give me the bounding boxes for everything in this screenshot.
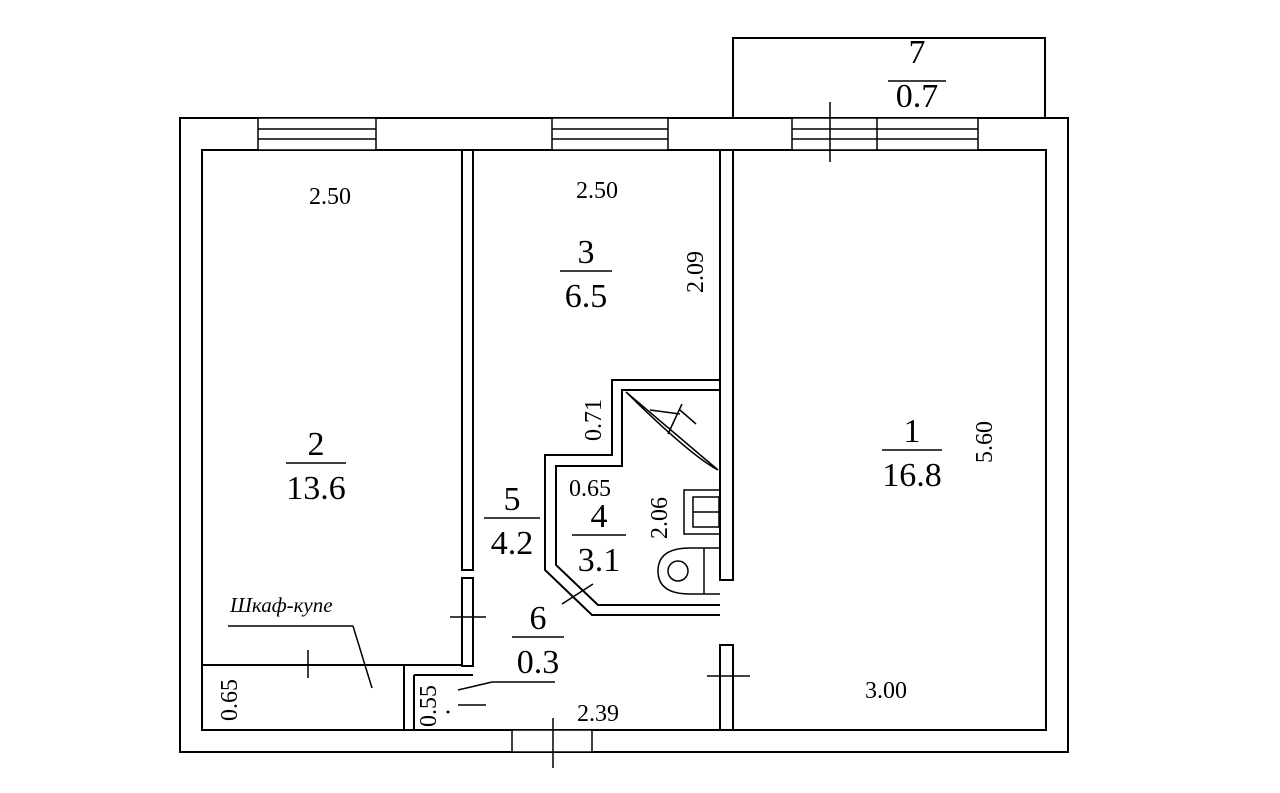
door-marks: [307, 102, 831, 706]
dimension-room1-depth: 5.60: [972, 421, 998, 463]
leader-lines: [228, 583, 594, 714]
room-area: 4.2: [491, 525, 534, 562]
window-room2: [257, 117, 377, 151]
room-number: 7: [909, 34, 926, 71]
toilet-icon: [657, 547, 720, 595]
room-label-3: 3 6.5: [565, 234, 608, 315]
room-area: 6.5: [565, 278, 608, 315]
room-number: 2: [308, 426, 325, 463]
dimension-bath-top: 0.71: [581, 399, 607, 441]
room-area: 16.8: [882, 457, 942, 494]
dimension-closet-depth: 0.65: [217, 679, 243, 721]
windows: [257, 117, 979, 151]
bathroom-fixtures: [625, 391, 721, 595]
room-number: 3: [578, 234, 595, 271]
dimension-room3-width: 2.50: [576, 178, 618, 204]
dimension-bath-depth: 2.06: [647, 497, 673, 539]
room-number: 4: [591, 498, 608, 535]
room-area: 0.3: [517, 644, 560, 681]
dimension-bath-width: 0.65: [569, 476, 611, 502]
window-room3: [551, 117, 669, 151]
room-number: 5: [504, 481, 521, 518]
dimension-room2-width: 2.50: [309, 184, 351, 210]
room-label-1: 1 16.8: [882, 413, 942, 494]
room-label-6: 6 0.3: [517, 600, 560, 681]
room-area: 13.6: [286, 470, 346, 507]
dimension-labels: 2.50 2.50 2.09 0.71 0.65 2.06 5.60 3.00 …: [217, 178, 998, 727]
window-room1: [791, 117, 979, 151]
entrance-door: [511, 718, 593, 768]
interior-walls: [202, 149, 734, 731]
dimension-room3-depth: 2.09: [683, 251, 709, 293]
dimension-room1-width: 3.00: [865, 678, 907, 704]
room-number: 1: [904, 413, 921, 450]
bathroom-walls: [544, 379, 720, 616]
room-label-5: 5 4.2: [491, 481, 534, 562]
room-label-2: 2 13.6: [286, 426, 346, 507]
shower-icon: [625, 391, 719, 471]
wardrobe-note: Шкаф-купе: [229, 593, 333, 617]
label-fraction-lines: [286, 80, 946, 638]
dimension-corridor-width: 2.39: [577, 701, 619, 727]
dimension-niche-depth: 0.55: [416, 685, 442, 727]
balcony: [732, 37, 1046, 118]
room-label-4: 4 3.1: [578, 498, 621, 579]
room-number: 6: [530, 600, 547, 637]
room-label-7: 7 0.7: [896, 34, 939, 115]
room-area: 3.1: [578, 542, 621, 579]
room-area: 0.7: [896, 78, 939, 115]
